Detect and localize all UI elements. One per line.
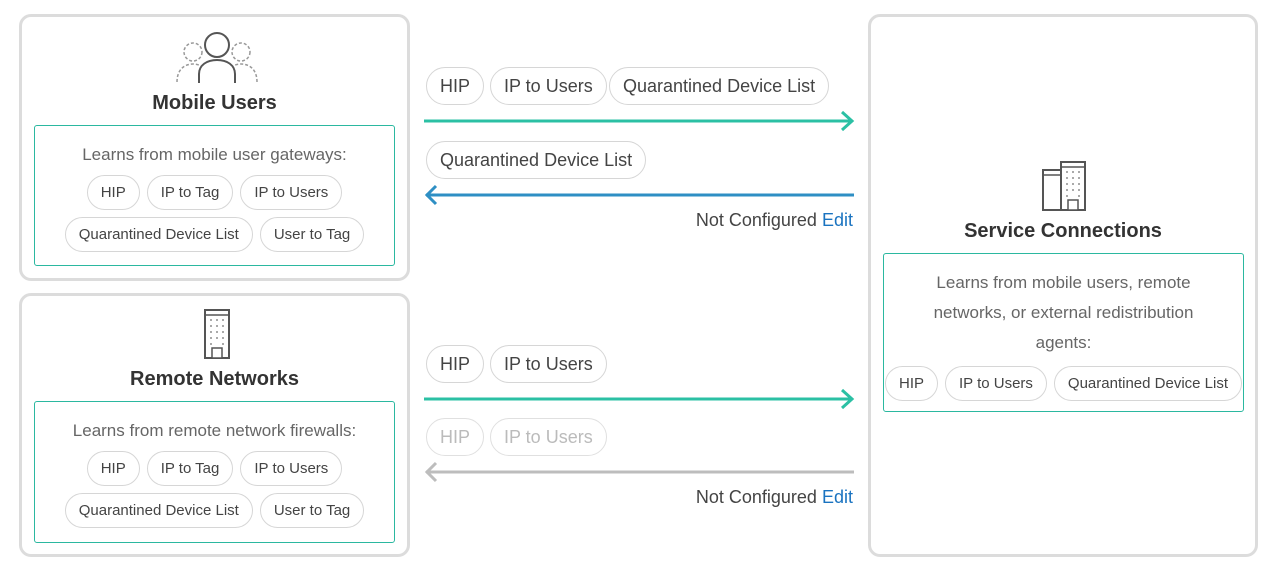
mobile-users-learns-box: Learns from mobile user gateways: HIP IP… <box>34 125 395 266</box>
service-connections-learns-box: Learns from mobile users, remote network… <box>883 253 1244 412</box>
mobile-users-learns-text: Learns from mobile user gateways: <box>82 145 347 164</box>
tag-pill: HIP <box>86 451 140 486</box>
flow-tag-pill: HIP <box>426 345 485 383</box>
mobile-flow-status: Not Configured Edit <box>696 210 853 231</box>
outbound-arrow <box>424 110 855 132</box>
disabled-tag-pill: HIP <box>426 418 485 456</box>
flow-tag-pill: Quarantined Device List <box>426 141 647 179</box>
disabled-tag-pill: IP to Users <box>490 418 607 456</box>
tag-pill: IP to Users <box>240 451 343 486</box>
tag-pill: User to Tag <box>259 217 365 252</box>
service-connections-learns-text: Learns from mobile users, remote network… <box>933 273 1194 352</box>
service-connections-card: Service Connections Learns from mobile u… <box>868 14 1258 557</box>
mobile-users-title: Mobile Users <box>152 92 277 114</box>
remote-networks-card: Remote Networks Learns from remote netwo… <box>19 293 410 557</box>
remote-networks-learns-box: Learns from remote network firewalls: HI… <box>34 401 395 543</box>
remote-flow-status: Not Configured Edit <box>696 487 853 508</box>
flow-tag-pill: Quarantined Device List <box>609 67 830 105</box>
tag-pill: IP to Tag <box>146 451 234 486</box>
inbound-arrow <box>424 184 854 206</box>
tag-pill: Quarantined Device List <box>64 493 253 528</box>
tag-pill: IP to Users <box>945 366 1047 401</box>
users-group-icon <box>176 32 258 83</box>
tag-pill: IP to Users <box>240 175 343 210</box>
building-icon <box>204 309 230 359</box>
remote-networks-learns-text: Learns from remote network firewalls: <box>72 421 357 440</box>
inbound-arrow-disabled <box>424 461 854 483</box>
buildings-icon <box>1042 161 1086 211</box>
remote-networks-title: Remote Networks <box>130 368 299 390</box>
flow-tag-pill: IP to Users <box>490 345 607 383</box>
edit-link[interactable]: Edit <box>821 487 853 507</box>
status-text: Not Configured <box>695 210 817 230</box>
service-connections-title: Service Connections <box>964 220 1162 242</box>
tag-pill: HIP <box>884 366 938 401</box>
tag-pill: Quarantined Device List <box>64 217 253 252</box>
tag-pill: IP to Tag <box>146 175 234 210</box>
flow-tag-pill: IP to Users <box>490 67 607 105</box>
flow-tag-pill: HIP <box>426 67 485 105</box>
status-text: Not Configured <box>695 487 817 507</box>
tag-pill: User to Tag <box>259 493 365 528</box>
mobile-users-card: Mobile Users Learns from mobile user gat… <box>19 14 410 281</box>
outbound-arrow <box>424 388 855 410</box>
edit-link[interactable]: Edit <box>821 210 853 230</box>
tag-pill: Quarantined Device List <box>1053 366 1243 401</box>
tag-pill: HIP <box>86 175 140 210</box>
